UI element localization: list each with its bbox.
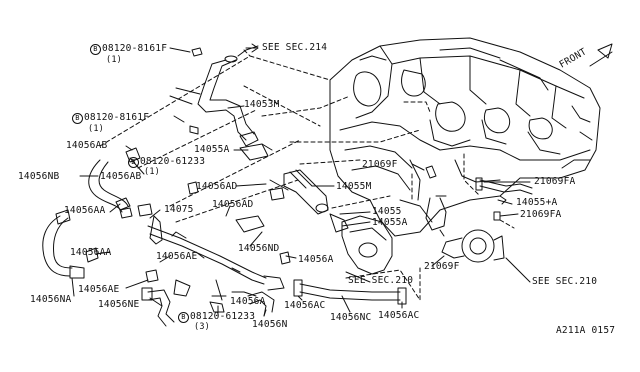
part-14056N[interactable]: 14056N (252, 319, 288, 330)
hoses-lower (141, 279, 407, 327)
part-14056AE-b[interactable]: 14056AE (78, 284, 120, 295)
part-14056NA[interactable]: 14056NA (30, 294, 72, 305)
diagram-code: A211A 0157 (556, 325, 616, 336)
bolt-b-icon: B (128, 157, 139, 168)
part-14056AD-b[interactable]: 14056AD (212, 199, 254, 210)
leader-lines (71, 45, 531, 317)
part-14056ND[interactable]: 14056ND (238, 243, 280, 254)
part-14056A-a[interactable]: 14056A (298, 254, 334, 265)
pipe-14075 (147, 215, 285, 291)
part-14056NB[interactable]: 14056NB (18, 171, 60, 182)
bolt-b-icon: B (72, 113, 83, 124)
reference-lines (99, 49, 515, 301)
part-14056AC-b[interactable]: 14056AC (378, 310, 420, 321)
bolt-b-icon: B (178, 312, 189, 323)
bolt-b-icon: B (90, 44, 101, 55)
heater-pipe-14053M (169, 47, 259, 147)
part-14055A-b[interactable]: 14055A (372, 217, 408, 228)
part-14055A-a[interactable]: 14055A (194, 144, 230, 155)
part-14056AC-a[interactable]: 14056AC (284, 300, 326, 311)
part-14056AB-a[interactable]: 14056AB (66, 140, 108, 151)
bolt-qty-61233-b: (3) (194, 322, 210, 332)
bolt-part-number: 08120-61233 (140, 156, 206, 167)
bolt-qty-mid: (1) (88, 124, 104, 134)
part-14056AA-a[interactable]: 14056AA (64, 205, 106, 216)
hose-14055M (269, 169, 329, 215)
part-14056NC[interactable]: 14056NC (330, 312, 372, 323)
part-14056AA-b[interactable]: 14056AA (70, 247, 112, 258)
part-14055-plus-A[interactable]: 14055+A (516, 197, 558, 208)
bolt-qty-61233-a: (1) (144, 167, 160, 177)
part-14056NE[interactable]: 14056NE (98, 299, 140, 310)
part-21069F-b[interactable]: 21069F (424, 261, 460, 272)
part-21069F-a[interactable]: 21069F (362, 159, 398, 170)
bolt-qty-top: (1) (106, 55, 122, 65)
see-sec-210-link-b[interactable]: SEE SEC.210 (532, 276, 598, 287)
water-outlet (329, 213, 393, 275)
part-14056A-b[interactable]: 14056A (230, 296, 266, 307)
bolt-part-number: 08120-61233 (190, 311, 256, 322)
see-sec-210-link-a[interactable]: SEE SEC.210 (348, 275, 414, 286)
part-21069FA-a[interactable]: 21069FA (534, 176, 576, 187)
part-14075[interactable]: 14075 (164, 204, 194, 215)
hoses-21069F (425, 165, 533, 221)
front-arrow-icon (589, 43, 613, 67)
see-sec-214-arrow (245, 43, 259, 53)
part-14056AD-a[interactable]: 14056AD (196, 181, 238, 192)
part-14053M[interactable]: 14053M (244, 99, 280, 110)
part-21069FA-b[interactable]: 21069FA (520, 209, 562, 220)
see-sec-214-link[interactable]: SEE SEC.214 (262, 42, 328, 53)
bolt-part-number: 08120-8161F (102, 43, 168, 54)
part-14055[interactable]: 14055 (372, 206, 402, 217)
part-14056AE-a[interactable]: 14056AE (156, 251, 198, 262)
part-14055M[interactable]: 14055M (336, 181, 372, 192)
bolt-part-number: 08120-8161F (84, 112, 150, 123)
water-pump-housing (425, 195, 505, 263)
engine-block (329, 37, 601, 237)
part-14056AB-b[interactable]: 14056AB (100, 171, 142, 182)
